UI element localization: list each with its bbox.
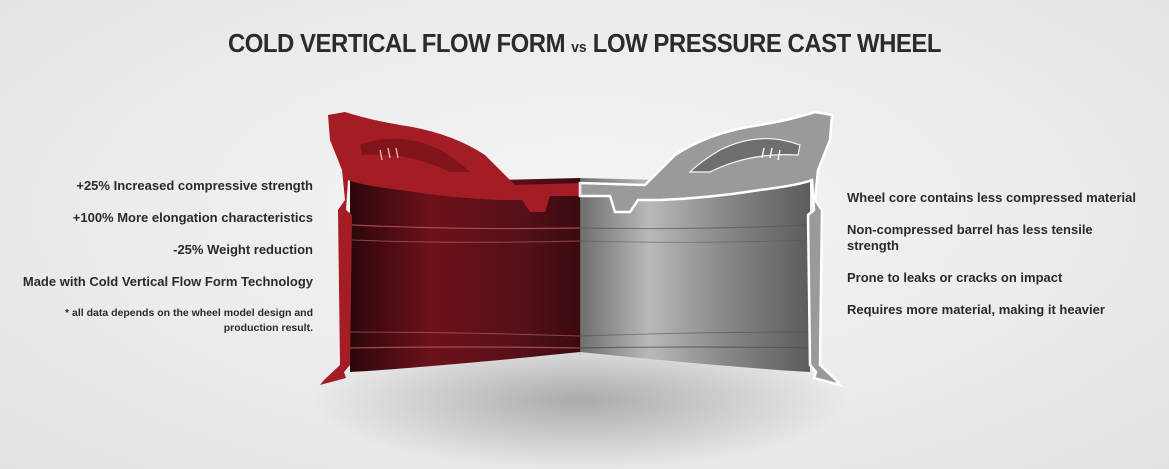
flow-form-benefit: +100% More elongation characteristics xyxy=(72,210,313,225)
cast-drawbacks-list: Wheel core contains less compressed mate… xyxy=(847,190,1147,334)
flow-form-rim-profile xyxy=(320,112,580,385)
cast-drawback: Non-compressed barrel has less tensile s… xyxy=(847,222,1093,253)
page-title: COLD VERTICAL FLOW FORM vs LOW PRESSURE … xyxy=(47,28,1122,59)
flow-form-benefit: +25% Increased compressive strength xyxy=(76,178,313,193)
cast-drawback: Requires more material, making it heavie… xyxy=(847,302,1105,317)
flow-form-benefit: Made with Cold Vertical Flow Form Techno… xyxy=(22,274,313,289)
title-right: LOW PRESSURE CAST WHEEL xyxy=(592,28,942,58)
flow-form-barrel xyxy=(350,170,580,372)
flow-form-benefits-list: +25% Increased compressive strength +100… xyxy=(20,178,313,336)
cast-drawback: Prone to leaks or cracks on impact xyxy=(847,270,1063,285)
title-vs: vs xyxy=(571,39,587,56)
cast-drawback: Wheel core contains less compressed mate… xyxy=(847,190,1137,205)
wheel-cross-section-illustration xyxy=(310,110,850,469)
flow-form-benefit: -25% Weight reduction xyxy=(173,242,313,257)
cast-rim-profile xyxy=(578,110,844,388)
disclaimer-note: * all data depends on the wheel model de… xyxy=(65,307,313,334)
cast-barrel xyxy=(580,170,810,372)
title-left: COLD VERTICAL FLOW FORM xyxy=(227,28,566,58)
